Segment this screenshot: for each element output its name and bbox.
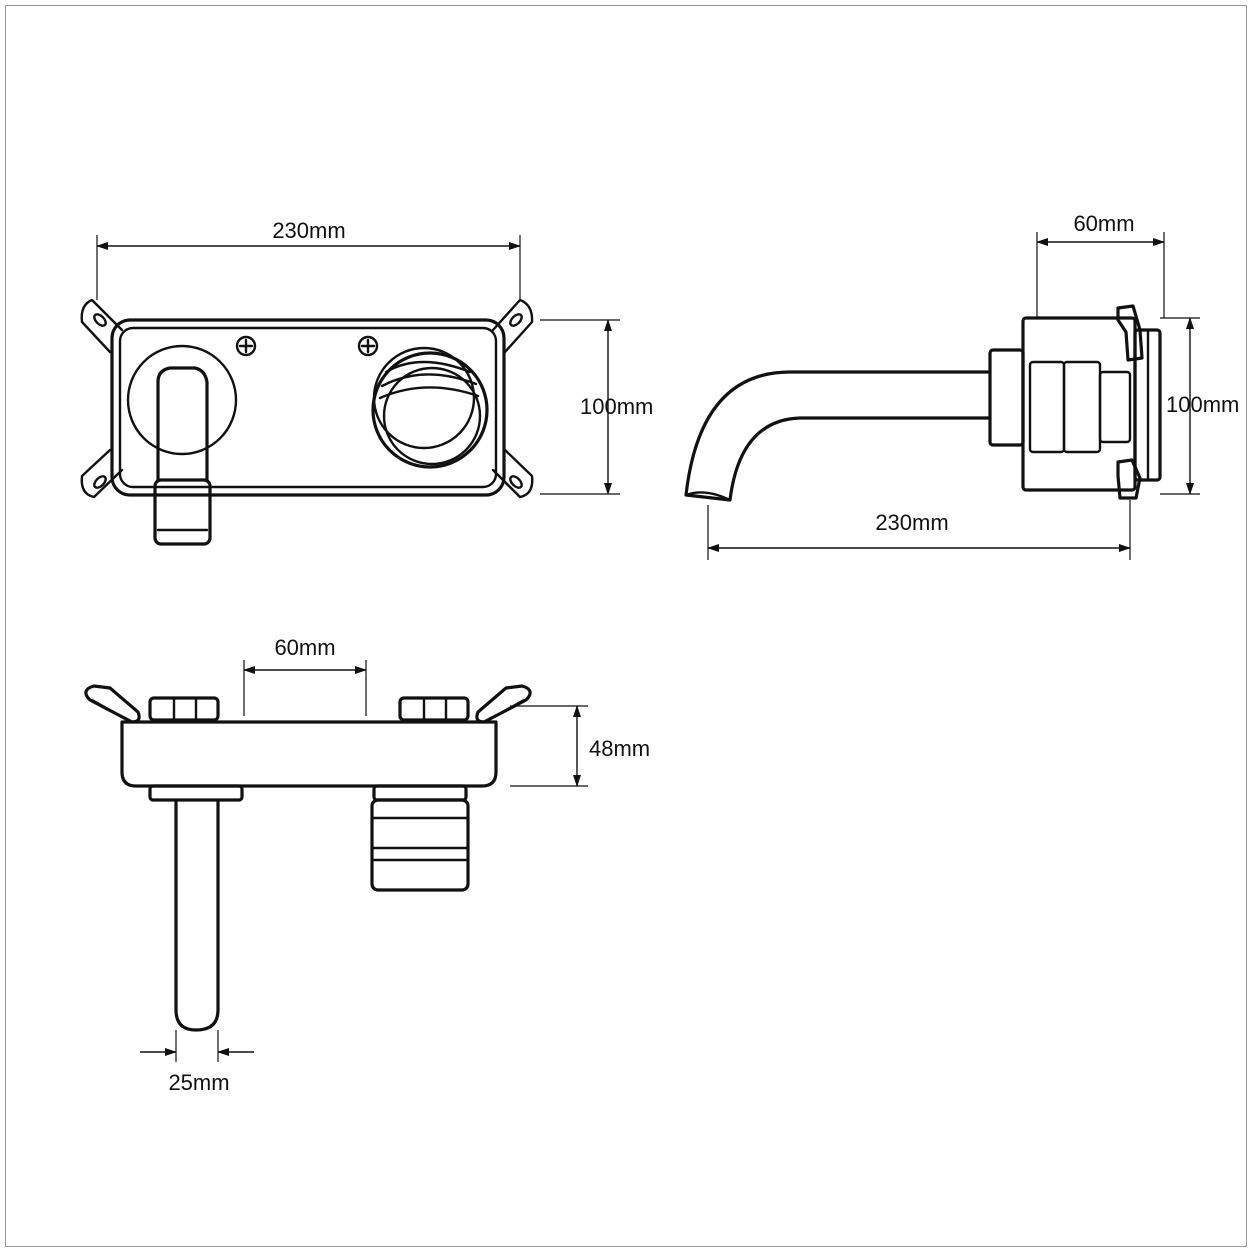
top-plate-body bbox=[120, 720, 498, 788]
top-spout bbox=[174, 798, 220, 1032]
top-stud-left bbox=[148, 696, 220, 722]
front-width-dimension: 230mm bbox=[96, 218, 521, 300]
spout-collar bbox=[988, 348, 1025, 447]
front-height-dimension: 100mm bbox=[540, 319, 653, 495]
mounting-ear-bottom-right bbox=[491, 448, 534, 499]
wall-plate-outer bbox=[110, 318, 506, 497]
top-spacing-dimension: 60mm bbox=[243, 635, 367, 716]
top-ear-left bbox=[84, 684, 141, 724]
side-view: 60mm 100mm 230mm bbox=[684, 211, 1239, 560]
wall-plate-side bbox=[1133, 328, 1162, 482]
top-view: 60mm 48mm 25mm bbox=[84, 635, 650, 1095]
mounting-ear-bottom-left bbox=[80, 448, 124, 499]
spout-side bbox=[684, 370, 992, 502]
side-depth-dimension: 60mm bbox=[1036, 211, 1165, 318]
spout-rosette bbox=[126, 344, 238, 456]
side-projection-label: 230mm bbox=[875, 510, 948, 535]
top-spout-base bbox=[148, 784, 244, 802]
top-spacing-label: 60mm bbox=[274, 635, 335, 660]
top-ear-right bbox=[475, 684, 532, 724]
plate-screw-right bbox=[357, 335, 379, 357]
ear-clip-bottom bbox=[1116, 458, 1142, 500]
plate-screw-left bbox=[235, 335, 257, 357]
top-handle-base bbox=[372, 784, 468, 802]
side-height-dimension: 100mm bbox=[1160, 317, 1239, 495]
top-stud-right bbox=[398, 696, 470, 722]
ear-clip-top bbox=[1116, 304, 1144, 362]
top-spout-diameter-label: 25mm bbox=[168, 1070, 229, 1095]
side-depth-label: 60mm bbox=[1073, 211, 1134, 236]
drawing-frame bbox=[5, 5, 1247, 1247]
top-depth-label: 48mm bbox=[589, 736, 650, 761]
mixer-handle bbox=[371, 346, 489, 469]
cartridge-rings bbox=[1028, 360, 1132, 454]
side-projection-dimension: 230mm bbox=[707, 500, 1131, 560]
top-depth-dimension: 48mm bbox=[510, 705, 650, 787]
mounting-ear-top-right bbox=[491, 298, 534, 354]
top-spout-diameter-dimension: 25mm bbox=[140, 1030, 254, 1095]
top-handle bbox=[370, 798, 470, 892]
front-width-label: 230mm bbox=[272, 218, 345, 243]
spout-front bbox=[153, 366, 212, 546]
wall-plate-inner bbox=[118, 326, 498, 489]
front-height-label: 100mm bbox=[580, 394, 653, 419]
mounting-ear-top-left bbox=[80, 298, 124, 354]
front-view: 230mm 100mm bbox=[80, 218, 653, 546]
side-height-label: 100mm bbox=[1166, 392, 1239, 417]
